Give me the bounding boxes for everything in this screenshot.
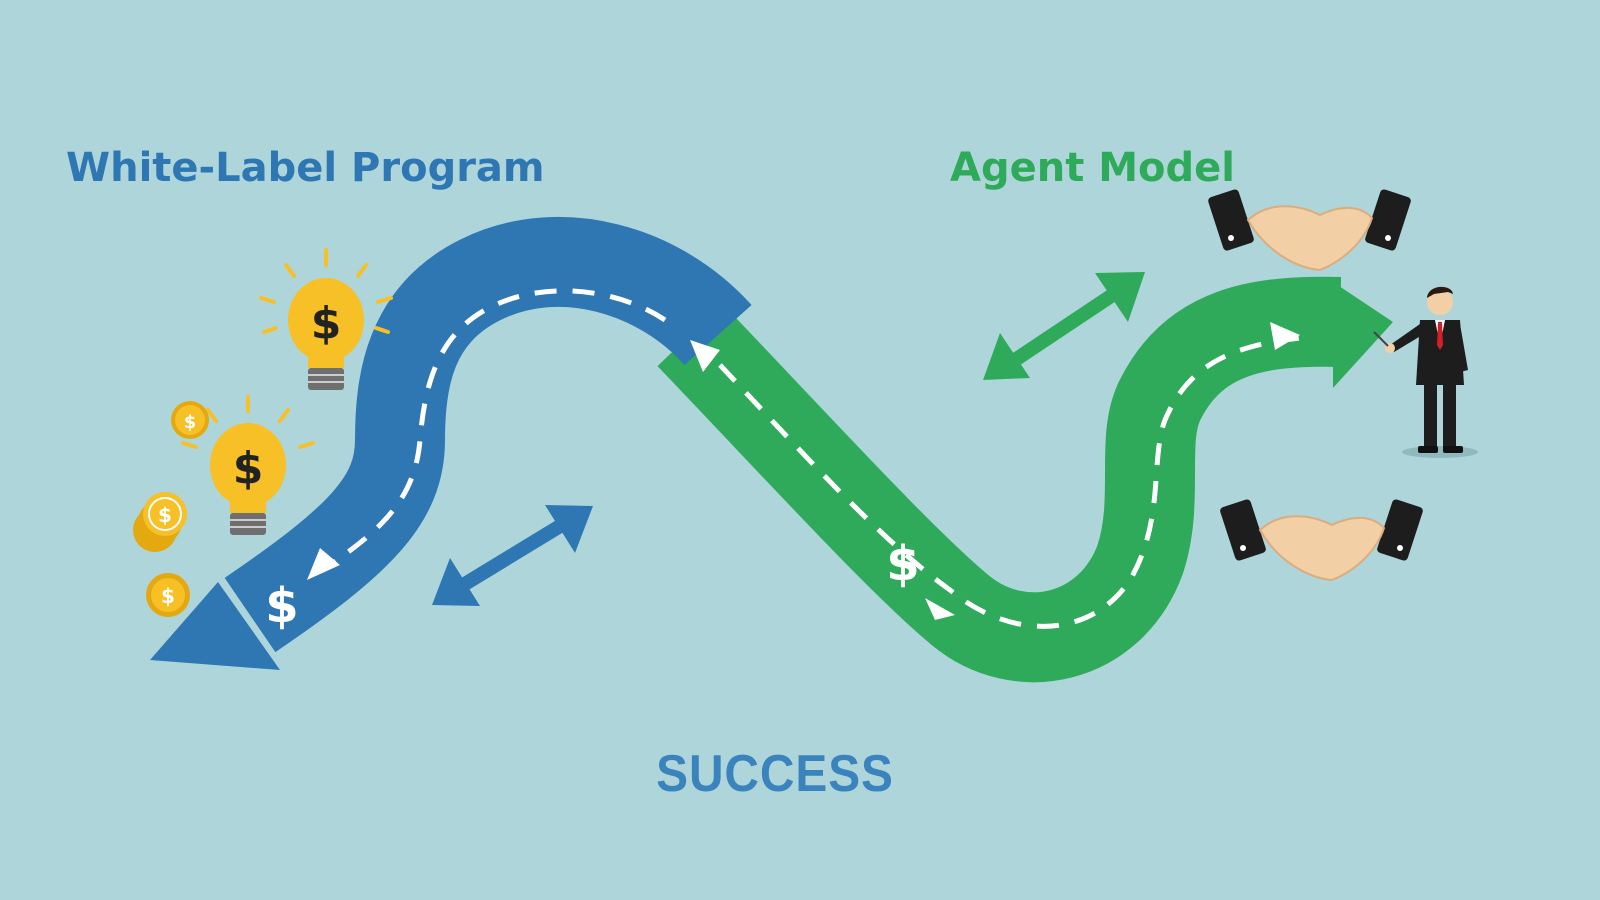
double-arrow-icon — [432, 505, 593, 606]
svg-text:$: $ — [311, 298, 342, 349]
lightbulb-dollar-icon: $ — [259, 248, 393, 390]
svg-text:$: $ — [184, 412, 197, 433]
coin-icon: $ — [146, 573, 190, 617]
businessman-icon — [1373, 286, 1478, 458]
road-arrow-icon — [690, 340, 720, 372]
coin-icon: $ — [171, 401, 209, 439]
green-road-path — [657, 276, 1393, 683]
dollar-sign-blue: $ — [265, 578, 298, 634]
blue-road-path — [150, 216, 752, 670]
svg-text:$: $ — [161, 584, 175, 608]
double-arrow-icon — [983, 272, 1145, 380]
white-label-program-title: White-Label Program — [66, 145, 545, 191]
dollar-sign-green: $ — [886, 536, 919, 592]
svg-text:$: $ — [233, 443, 264, 494]
success-label: SUCCESS — [656, 745, 894, 803]
road-arrow-icon — [925, 598, 955, 620]
road-arrow-icon — [1270, 322, 1300, 350]
agent-model-title: Agent Model — [950, 145, 1235, 191]
handshake-icon — [1208, 189, 1411, 272]
lightbulb-dollar-icon: $ — [181, 395, 315, 535]
coin-stack-icon: $ — [133, 492, 187, 552]
road-arrow-icon — [307, 548, 340, 580]
handshake-icon — [1220, 499, 1423, 582]
svg-text:$: $ — [158, 503, 172, 527]
